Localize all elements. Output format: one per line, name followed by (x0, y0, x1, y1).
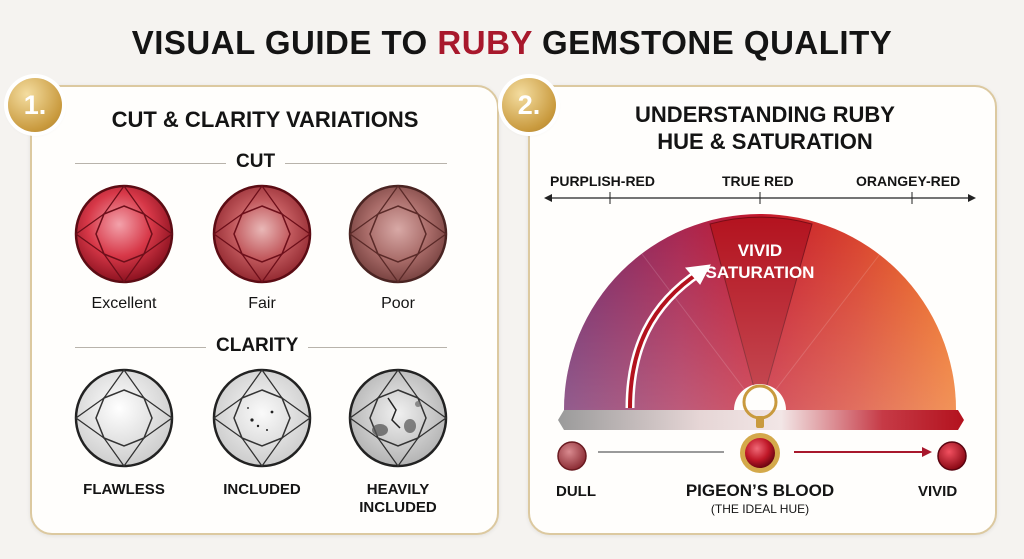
hue-scale-axis (544, 192, 976, 204)
clarity-label-included: INCLUDED (223, 481, 301, 498)
title-suffix: GEMSTONE QUALITY (532, 24, 893, 61)
step-badge-2: 2. (502, 78, 556, 132)
clarity-heading: CLARITY (206, 335, 309, 357)
hue-label-orangey-red: ORANGEY-RED (856, 173, 961, 189)
step-badge-1: 1. (8, 78, 62, 132)
cut-label-fair: Fair (248, 295, 276, 312)
cut-label-excellent: Excellent (91, 295, 157, 312)
gem-fair-cut (212, 184, 312, 284)
hue-label-true-red: TRUE RED (722, 173, 794, 189)
pigeons-blood-label: PIGEON’S BLOOD (685, 481, 835, 500)
clarity-label-flawless: FLAWLESS (83, 481, 165, 498)
dull-to-vivid-scale (557, 441, 967, 471)
cut-label-poor: Poor (381, 295, 415, 312)
ideal-hue-label: (THE IDEAL HUE) (710, 502, 810, 516)
gem-flawless (74, 368, 174, 468)
page-title: VISUAL GUIDE TO RUBY GEMSTONE QUALITY (0, 24, 1024, 62)
pigeons-blood-pendant (740, 384, 780, 473)
dull-label: DULL (556, 483, 596, 500)
title-highlight: RUBY (437, 24, 533, 61)
gem-excellent-cut (74, 184, 174, 284)
hue-title-line1: UNDERSTANDING RUBY (635, 102, 895, 127)
saturation-dial (564, 214, 956, 430)
clarity-label-heavily-included: HEAVILY INCLUDED (359, 481, 437, 516)
hue-title-line2: HUE & SATURATION (657, 129, 873, 154)
gem-poor-cut (348, 184, 448, 284)
gem-included (212, 368, 312, 468)
hue-label-purplish-red: PURPLISH-RED (550, 173, 656, 189)
title-prefix: VISUAL GUIDE TO (131, 24, 438, 61)
cut-clarity-title: CUT & CLARITY VARIATIONS (111, 107, 419, 132)
gem-heavily-included (348, 368, 448, 468)
vivid-label-line2: SATURATION (705, 263, 815, 282)
vivid-label: VIVID (918, 483, 958, 500)
cut-heading: CUT (226, 151, 286, 173)
vivid-label-line1: VIVID (737, 241, 783, 260)
vivid-saturation-label: VIVID SATURATION (690, 240, 830, 284)
